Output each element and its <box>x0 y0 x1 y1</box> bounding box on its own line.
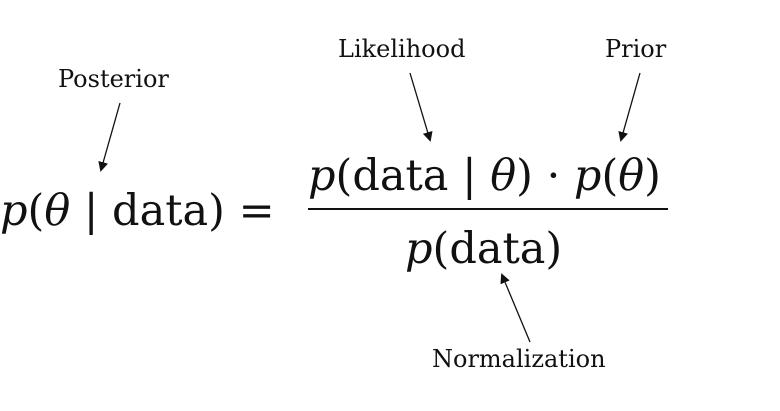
prior-p: p <box>573 151 602 201</box>
prior-label: Prior <box>605 35 667 63</box>
numerator-expression: p(data | θ) · p(θ) <box>308 151 661 201</box>
lhs-p: p <box>0 186 28 236</box>
numerator-p: p <box>308 151 336 201</box>
equals-sign: = <box>238 186 275 236</box>
lhs-theta: θ <box>44 186 71 236</box>
posterior-expression: p(θ | data) = <box>0 186 275 236</box>
denominator-expression: p(data) <box>405 224 563 274</box>
fraction-bar <box>308 208 668 210</box>
likelihood-arrow <box>409 72 433 142</box>
normalization-label: Normalization <box>432 345 606 373</box>
normalization-arrow <box>500 273 531 343</box>
lhs-given-bar: | <box>83 186 99 236</box>
multiply-dot: · <box>546 151 561 201</box>
lhs-close-paren: ) <box>208 186 225 236</box>
prior-theta: θ <box>618 151 645 201</box>
lhs-data: data <box>112 186 209 236</box>
numerator-data: data <box>352 151 449 201</box>
likelihood-label: Likelihood <box>338 35 466 63</box>
posterior-arrow <box>98 102 121 172</box>
posterior-label: Posterior <box>58 65 169 93</box>
numerator-given-bar: | <box>462 151 477 201</box>
denominator-p: p <box>405 224 433 274</box>
prior-arrow <box>618 72 641 142</box>
numerator-theta: θ <box>490 151 517 201</box>
denominator-data: data <box>449 224 546 274</box>
